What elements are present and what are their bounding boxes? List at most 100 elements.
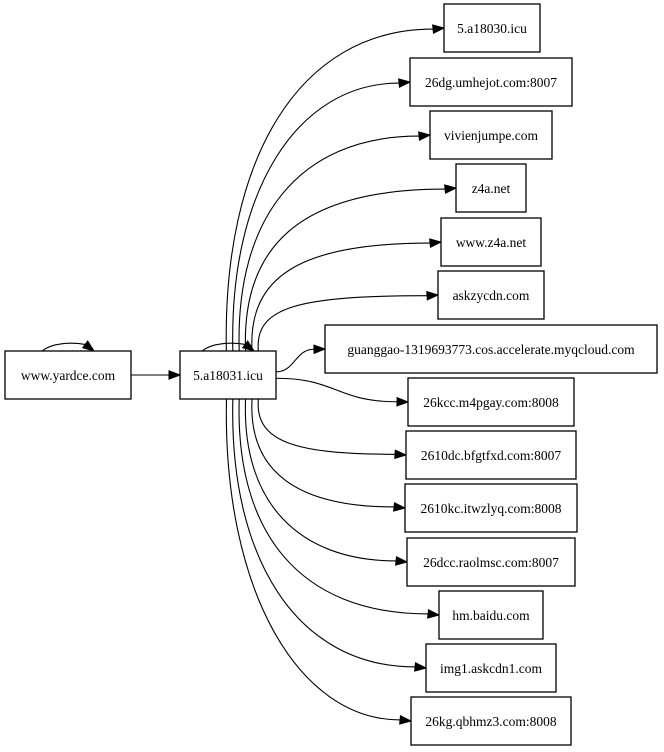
node-label: 2610dc.bfgtfxd.com:8007 (421, 448, 561, 463)
edge-arrowhead (399, 714, 413, 725)
edge-a18031-to-wwwz4a (251, 238, 443, 352)
edge-line (251, 242, 431, 352)
edge-line (275, 348, 315, 373)
edge-a18031-to-qbhmz3 (225, 398, 413, 725)
nodes: www.yardce.com 5.a18031.icu 5.a18030.icu 26… (4, 3, 658, 746)
node-box (179, 350, 277, 400)
node-label: 26kcc.m4pgay.com:8008 (423, 395, 559, 410)
node-wwwz4a: www.z4a.net (440, 217, 542, 267)
edge-line (238, 398, 429, 615)
node-box (405, 430, 577, 480)
node-box (409, 57, 573, 107)
edge-a18031-to-askzycdn (257, 290, 440, 352)
edge-line (251, 398, 395, 508)
edge-a18031-to-itwzlyq (251, 398, 407, 512)
edge-a18031-to-bfgtfxd (257, 398, 408, 460)
node-yardce: www.yardce.com (4, 350, 132, 400)
edge-a18031-to-a18031 (201, 340, 256, 352)
node-label: vivienjumpe.com (444, 128, 539, 143)
edge-yardce-to-yardce (41, 340, 96, 352)
node-raolmsc: 26dcc.raolmsc.com:8007 (406, 537, 576, 587)
node-askcdn1: img1.askcdn1.com (425, 643, 557, 693)
node-box (404, 483, 578, 533)
edge-line (41, 342, 86, 352)
edge-line (244, 188, 446, 352)
node-box (455, 163, 527, 213)
edge-a18031-to-z4a (244, 184, 458, 352)
edge-arrowhead (81, 340, 96, 352)
node-label: www.yardce.com (21, 368, 116, 383)
edge-line (232, 398, 416, 668)
edge-a18031-to-m4pgay (275, 377, 410, 407)
edge-arrowhead (432, 24, 446, 35)
edge-arrowhead (395, 555, 409, 566)
edge-arrowhead (168, 370, 182, 380)
edge-line (238, 135, 420, 352)
node-label: z4a.net (472, 181, 511, 196)
edge-arrowhead (398, 78, 412, 89)
edge-arrowhead (414, 661, 428, 672)
node-guanggao: guanggao-1319693773.cos.accelerate.myqcl… (324, 324, 658, 374)
edge-a18031-to-raolmsc (244, 398, 409, 566)
edge-arrowhead (427, 608, 441, 619)
edge-line (225, 398, 401, 721)
node-label: askzycdn.com (453, 288, 530, 303)
node-label: hm.baidu.com (452, 608, 530, 623)
node-itwzlyq: 2610kc.itwzlyq.com:8008 (404, 483, 578, 533)
node-label: 26dcc.raolmsc.com:8007 (423, 555, 559, 570)
node-label: 5.a18031.icu (193, 368, 263, 383)
edge-arrowhead (394, 449, 408, 460)
edge-arrowhead (313, 344, 327, 355)
node-label: 5.a18030.icu (457, 21, 527, 36)
edge-a18031-to-umhejot (232, 78, 412, 352)
edge-arrowhead (426, 290, 440, 301)
node-box (443, 3, 541, 53)
edge-line (275, 377, 398, 403)
node-z4a: z4a.net (455, 163, 527, 213)
node-umhejot: 26dg.umhejot.com:8007 (409, 57, 573, 107)
node-m4pgay: 26kcc.m4pgay.com:8008 (407, 377, 575, 427)
node-vivienjumpe: vivienjumpe.com (429, 110, 553, 160)
node-box (429, 110, 553, 160)
node-box (425, 643, 557, 693)
node-a18030: 5.a18030.icu (443, 3, 541, 53)
node-box (4, 350, 132, 400)
edge-a18031-to-vivienjumpe (238, 131, 432, 352)
node-label: guanggao-1319693773.cos.accelerate.myqcl… (347, 342, 635, 357)
edge-line (201, 342, 246, 352)
node-box (410, 696, 572, 746)
edge-yardce-to-a18031 (131, 370, 182, 380)
edge-line (232, 82, 400, 352)
node-qbhmz3: 26kg.qbhmz3.com:8008 (410, 696, 572, 746)
node-box (437, 270, 545, 320)
edge-arrowhead (444, 184, 458, 195)
node-askzycdn: askzycdn.com (437, 270, 545, 320)
edges (41, 24, 458, 725)
edge-a18031-to-guanggao (275, 344, 327, 373)
edge-a18031-to-askcdn1 (232, 398, 428, 672)
edge-arrowhead (396, 396, 410, 407)
edge-arrowhead (418, 131, 432, 142)
node-bfgtfxd: 2610dc.bfgtfxd.com:8007 (405, 430, 577, 480)
node-label: 26dg.umhejot.com:8007 (425, 75, 557, 90)
node-box (324, 324, 658, 374)
node-label: 26kg.qbhmz3.com:8008 (425, 714, 556, 729)
node-box (438, 590, 544, 640)
edge-a18031-to-a18030 (225, 24, 446, 352)
edge-line (257, 398, 396, 455)
node-label: www.z4a.net (456, 235, 527, 250)
edge-line (257, 295, 428, 352)
edge-arrowhead (393, 501, 407, 512)
edge-line (225, 28, 434, 352)
edge-arrowhead (429, 238, 443, 249)
node-box (440, 217, 542, 267)
node-label: 2610kc.itwzlyq.com:8008 (421, 501, 562, 516)
node-label: img1.askcdn1.com (440, 661, 542, 676)
node-box (407, 377, 575, 427)
edge-line (244, 398, 397, 562)
node-baidu: hm.baidu.com (438, 590, 544, 640)
edge-a18031-to-baidu (238, 398, 441, 619)
node-a18031: 5.a18031.icu (179, 350, 277, 400)
node-box (406, 537, 576, 587)
